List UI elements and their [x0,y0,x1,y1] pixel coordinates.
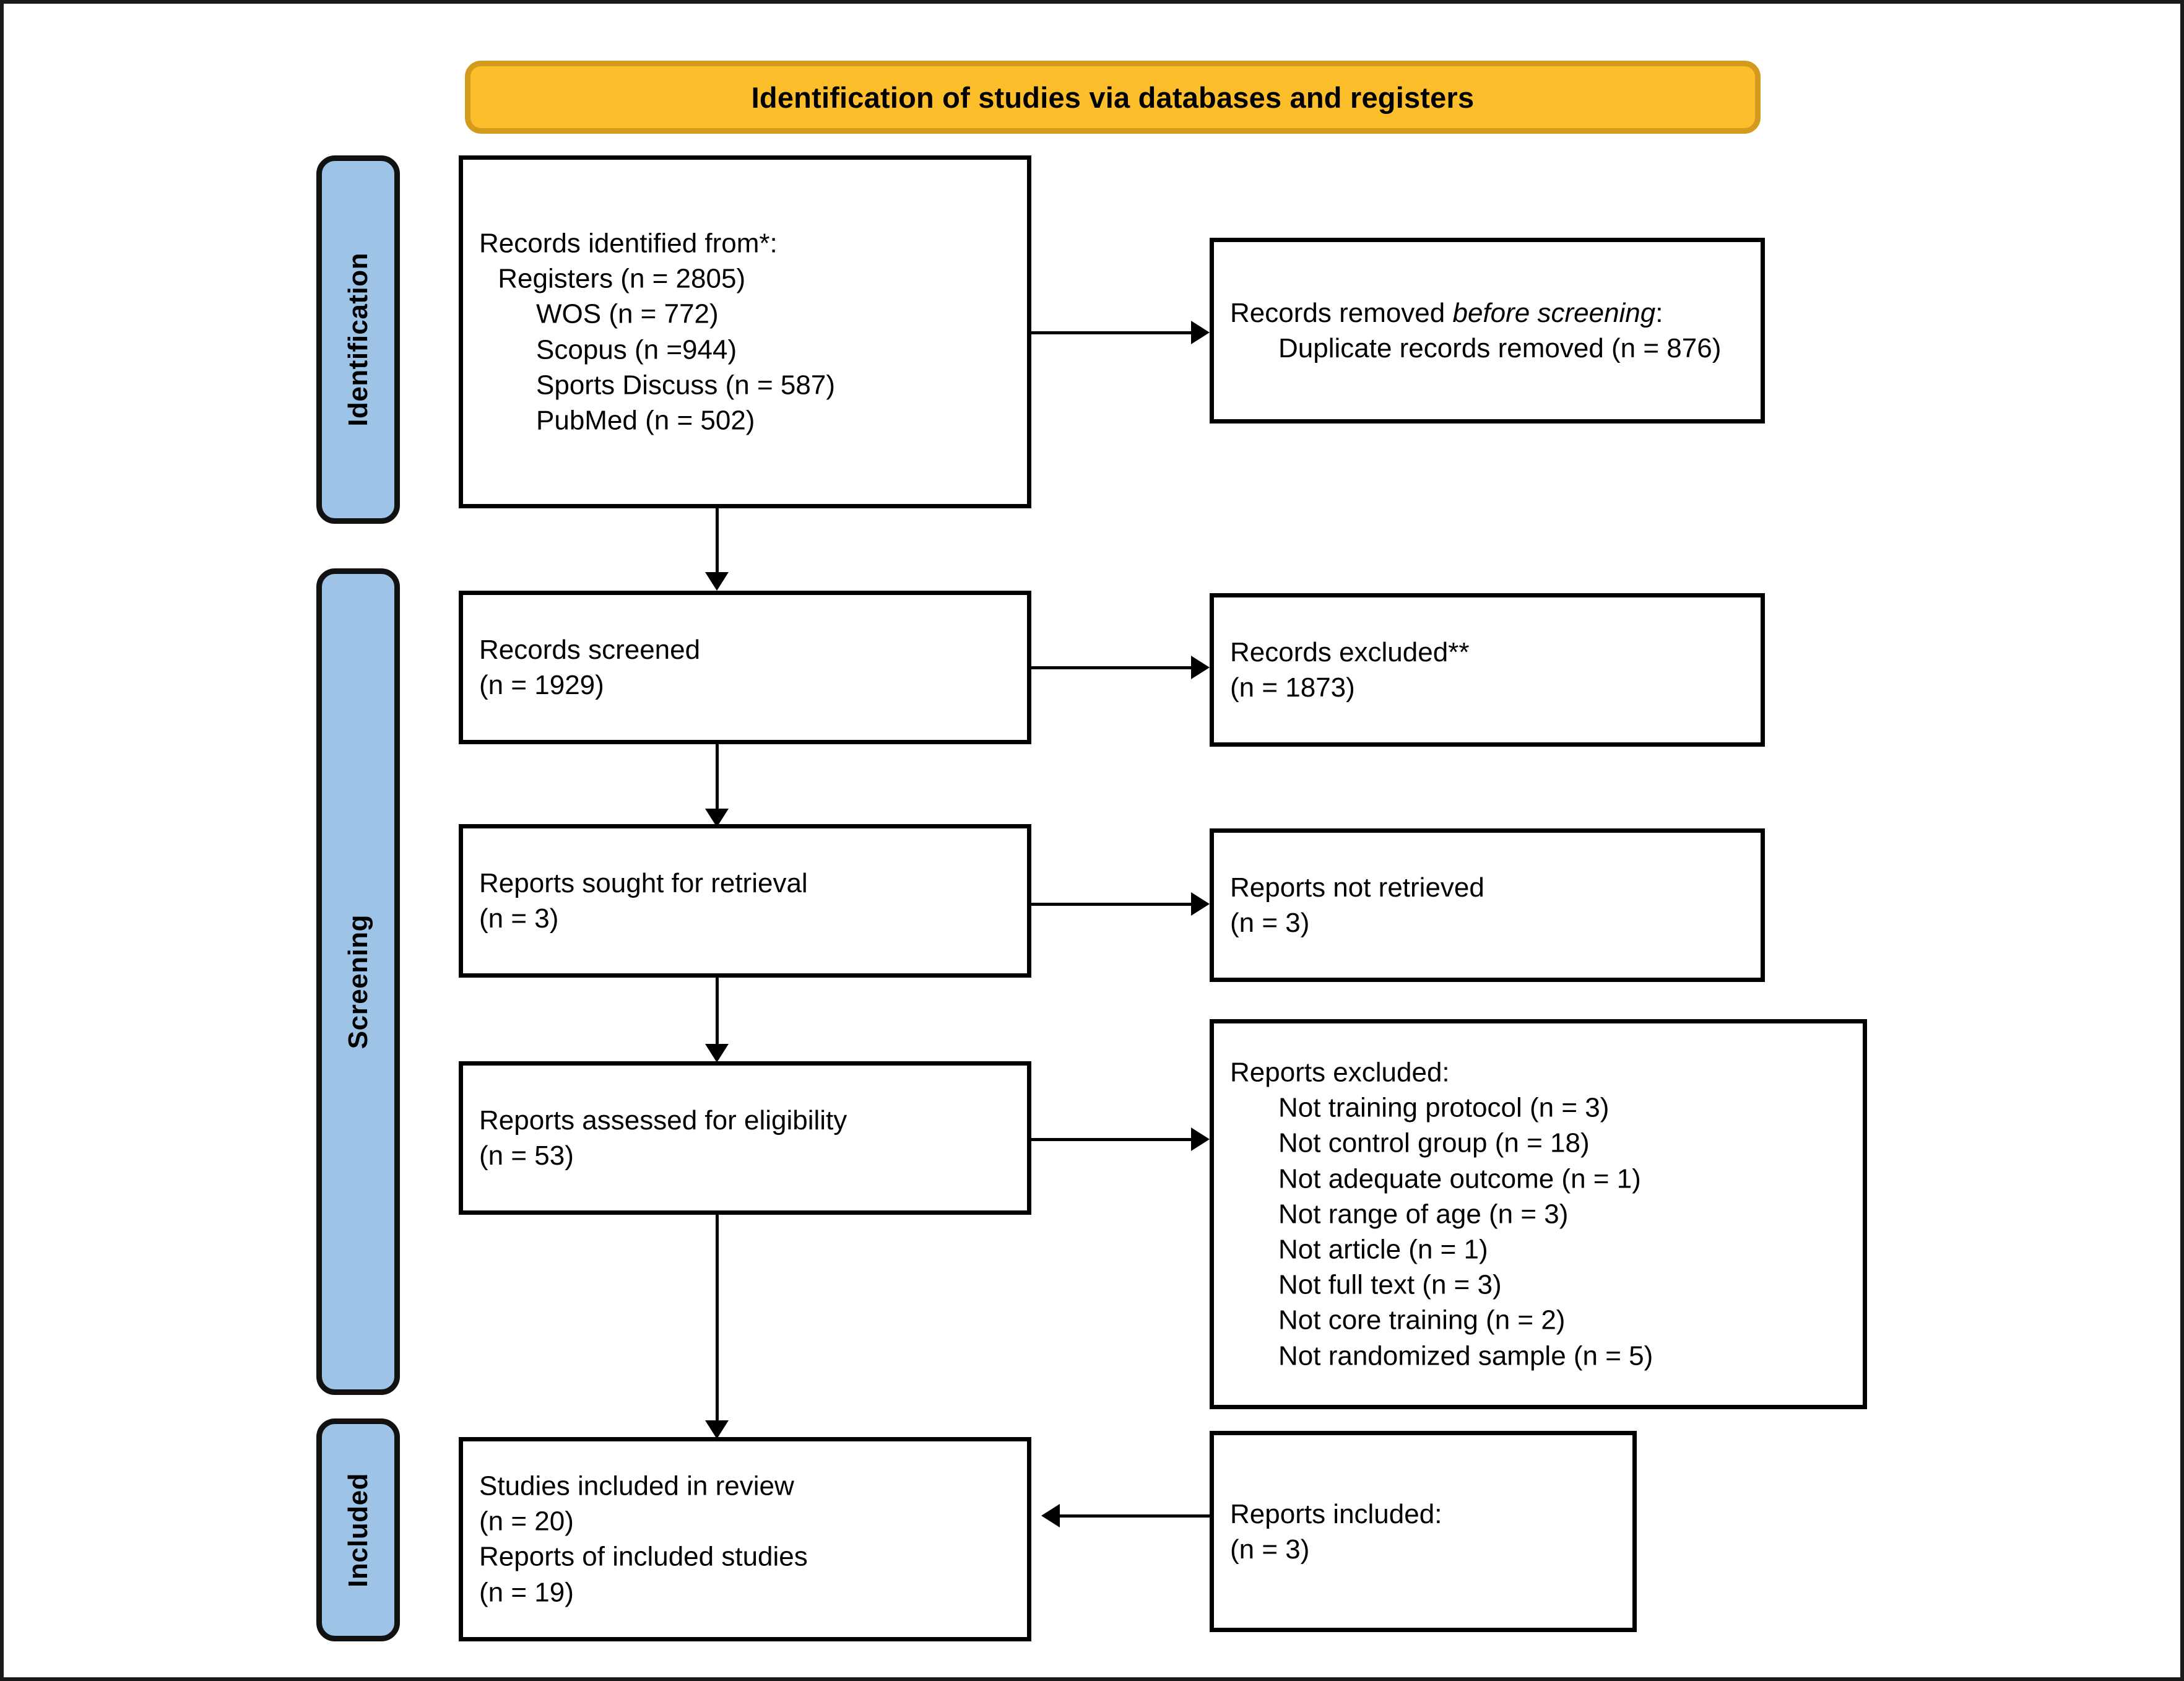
connector-assessed-to-included [716,1215,719,1430]
records-screened-line-2: (n = 1929) [479,670,604,700]
box-records-removed: Records removed before screening: Duplic… [1210,238,1765,424]
records-identified-line-4: Scopus (n =944) [536,334,737,365]
stage-label-screening: Screening [342,914,373,1049]
box-records-excluded: Records excluded** (n = 1873) [1210,593,1765,747]
studies-included-line-3: Reports of included studies [479,1542,808,1572]
stage-bar-included: Included [316,1418,400,1641]
reports-excluded-reason-2: Not control group (n = 18) [1278,1128,1590,1159]
reports-excluded-reason-1: Not training protocol (n = 3) [1278,1092,1610,1123]
connector-screened-to-excluded [1031,666,1191,669]
studies-included-line-2: (n = 20) [479,1506,574,1537]
reports-assessed-line-2: (n = 53) [479,1140,574,1171]
connector-sought-to-assessed [716,978,719,1053]
connector-identified-to-removed [1031,331,1191,334]
reports-excluded-reason-3: Not adequate outcome (n = 1) [1278,1163,1641,1194]
box-reports-not-retrieved: Reports not retrieved (n = 3) [1210,828,1765,982]
arrow-identified-to-removed [1191,321,1210,344]
connector-assessed-to-excluded [1031,1138,1191,1141]
reports-included-line-1: Reports included: [1230,1498,1442,1529]
arrow-identified-to-screened [705,572,729,591]
reports-included-line-2: (n = 3) [1230,1534,1310,1565]
arrow-assessed-to-included [705,1420,729,1439]
connector-sought-to-not-retrieved [1031,903,1191,906]
reports-sought-line-1: Reports sought for retrieval [479,867,808,898]
connector-screened-to-sought [716,744,719,817]
box-records-screened: Records screened (n = 1929) [459,591,1031,744]
records-identified-line-1: Records identified from*: [479,228,778,259]
stage-bar-screening: Screening [316,568,400,1395]
studies-included-line-1: Studies included in review [479,1470,794,1501]
diagram-header-banner: Identification of studies via databases … [465,61,1761,134]
stage-label-included: Included [342,1472,373,1588]
reports-excluded-reason-6: Not full text (n = 3) [1278,1269,1502,1300]
arrow-reports-included-to-studies [1041,1504,1060,1527]
reports-excluded-reason-5: Not article (n = 1) [1278,1234,1488,1265]
connector-identified-to-screened [716,508,719,576]
records-removed-emphasis: before screening [1452,297,1656,328]
stage-bar-identification: Identification [316,155,400,524]
records-identified-line-6: PubMed (n = 502) [536,405,755,436]
records-screened-line-1: Records screened [479,634,701,665]
connector-reports-included-to-studies [1060,1514,1210,1518]
records-identified-line-2: Registers (n = 2805) [490,263,746,294]
reports-not-retrieved-line-1: Reports not retrieved [1230,872,1484,903]
reports-excluded-reason-7: Not core training (n = 2) [1278,1305,1566,1336]
reports-assessed-line-1: Reports assessed for eligibility [479,1105,847,1136]
records-excluded-line-2: (n = 1873) [1230,672,1355,703]
arrow-sought-to-assessed [705,1044,729,1062]
box-reports-excluded: Reports excluded: Not training protocol … [1210,1019,1867,1409]
records-removed-text-c: : [1655,297,1663,328]
box-reports-sought: Reports sought for retrieval (n = 3) [459,824,1031,978]
reports-not-retrieved-line-2: (n = 3) [1230,908,1310,938]
records-removed-detail: Duplicate records removed (n = 876) [1278,333,1722,363]
box-records-identified: Records identified from*: Registers (n =… [459,155,1031,508]
records-identified-line-3: WOS (n = 772) [536,298,719,329]
records-removed-text-a: Records removed [1230,297,1453,328]
arrow-assessed-to-excluded [1191,1127,1210,1151]
banner-title: Identification of studies via databases … [751,80,1475,114]
records-excluded-line-1: Records excluded** [1230,636,1470,667]
records-removed-heading: Records removed before screening: [1230,295,1744,331]
box-reports-included: Reports included: (n = 3) [1210,1431,1637,1632]
stage-label-identification: Identification [342,253,373,427]
box-reports-assessed: Reports assessed for eligibility (n = 53… [459,1061,1031,1215]
reports-sought-line-2: (n = 3) [479,903,559,934]
reports-excluded-heading: Reports excluded: [1230,1057,1450,1088]
records-identified-line-5: Sports Discuss (n = 587) [536,370,835,401]
reports-excluded-reason-8: Not randomized sample (n = 5) [1278,1340,1653,1371]
arrow-screened-to-excluded [1191,656,1210,679]
arrow-sought-to-not-retrieved [1191,892,1210,916]
reports-excluded-reason-4: Not range of age (n = 3) [1278,1199,1569,1230]
studies-included-line-4: (n = 19) [479,1577,574,1608]
box-studies-included: Studies included in review (n = 20) Repo… [459,1437,1031,1641]
